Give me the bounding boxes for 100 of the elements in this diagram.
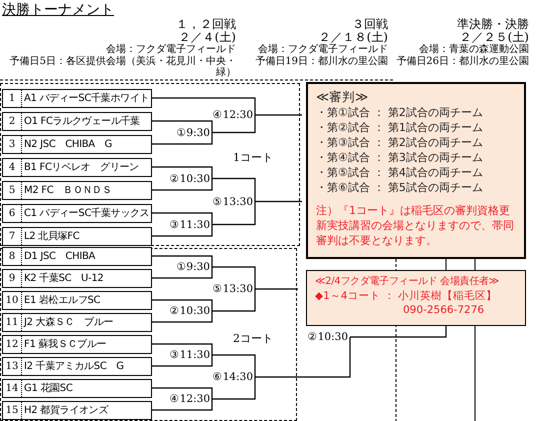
schedule-text: ３回戦 [352,18,388,31]
seed-number: 14 [3,380,22,396]
team-name: A1 バディーSC千葉ホワイト [23,92,150,106]
schedule-text: １，２回戦 [176,18,236,31]
match-time: ⑤13:30 [205,194,255,208]
seed-number: 7 [3,228,22,244]
bracket-line [212,178,256,202]
court-area [0,248,297,421]
notice-text: ◆1～4コート ： 小川英樹【稲毛区】 [315,289,498,303]
bracket-line [255,288,299,290]
team-name: B1 FCリベレオ グリーン [23,160,139,174]
court-label: 2コート [233,331,273,346]
team-name: I2 千葉アミカルSC G [23,360,124,374]
schedule-text: 会場：フクダ電子フィールド [106,44,236,56]
bracket-line [212,266,256,289]
seed-number: 3 [3,136,22,152]
seed-number: 8 [3,248,22,264]
team-name: N2 JSC CHIBA G [23,138,112,152]
match-time: ②10:30 [162,172,212,186]
bracket-line [152,120,213,132]
seed-number: 11 [3,314,22,330]
schedule-text: 予備日19日：都川水の里公園 [255,56,388,67]
bracket-line [212,202,256,226]
schedule-text: 会場：フクダ電子フィールド [258,44,388,56]
bracket-line [152,132,213,145]
team-name: E1 岩松エルフSC [23,294,100,308]
match-time: ⑥14:30 [205,370,255,384]
bracket-line [152,267,213,279]
schedule-text: ２／１８(土) [318,31,388,44]
team-box [2,312,152,332]
bracket-line [152,224,213,237]
bracket-line [255,114,303,116]
notice-text: ・第①試合 ： 第2試合の両チーム [316,105,484,120]
team-box [2,400,152,420]
schedule-text: 会場：青葉の森運動公園 [419,44,529,56]
bracket-line [152,387,213,399]
team-box [2,334,152,354]
bracket-line [212,377,256,400]
team-box [2,378,152,398]
team-name: D1 JSC CHIBA [23,250,96,264]
schedule-text: 準決勝・決勝 [457,18,529,31]
team-name: F1 蘇我ＳＣブルー [23,338,106,352]
team-box [2,112,152,130]
team-name: K2 千葉SC U-12 [23,272,104,286]
notice-text: ・第⑤試合 ： 第4試合の両チーム [316,165,484,180]
seed-number: 4 [3,158,22,176]
match-time: ①9:30 [162,260,212,274]
seed-number: 15 [3,402,22,418]
team-name: C1 バディーSC千葉サックス [23,206,150,220]
bracket-line [212,289,256,312]
bracket-line [212,115,256,134]
schedule-text: ２／２５(土) [460,31,529,44]
seed-number: 6 [3,204,22,222]
match-time: ③11:30 [162,348,212,362]
bracket-line [152,178,213,191]
title: 決勝トーナメント [2,2,114,18]
bracket-line [255,200,303,202]
team-box [2,180,152,200]
team-box [2,290,152,310]
seed-number: 1 [3,90,22,106]
team-box [2,246,152,266]
bracket-line [152,355,213,367]
schedule-text: ２／４(土) [178,31,236,44]
team-box [2,204,152,222]
match-time: ④12:30 [162,392,212,406]
team-box [2,268,152,288]
team-box [2,158,152,176]
bracket-line [255,337,351,378]
team-box [2,88,152,108]
notice-heading: ≪2/4フクダ電子フィールド 会場責任者≫ [315,275,500,289]
bracket-line [212,354,256,377]
notice-text: 090-2566-7276 [403,303,486,317]
notice-text: ・第⑥試合 ： 第5試合の両チーム [316,180,484,195]
notice-text: 注）『1コート』は稲毛区の審判資格更新実技講習の会場となりますので、帯同審判は不要となります。 [316,203,515,248]
notice-text: ・第②試合 ： 第1試合の両チーム [316,120,484,135]
team-name: O1 FCラルクヴェール千葉 [23,114,140,128]
match-time: ②10:30 [162,304,212,318]
team-box [2,134,152,154]
seed-number: 9 [3,270,22,286]
match-time: ②10:30 [300,330,350,344]
schedule-text: 予備日5日：各区提供会場（美浜・花見川・中央・緑） [8,56,236,78]
team-box [2,226,152,246]
match-time: ③11:30 [162,218,212,232]
team-box [2,356,152,376]
seed-number: 12 [3,336,22,352]
bracket-line [152,343,213,355]
match-time: ①9:30 [162,126,212,140]
notice-box [306,270,526,326]
team-name: J2 大森ＳＣ ブルー [22,316,114,330]
match-time: ④12:30 [205,108,255,122]
notice-text: ・第④試合 ： 第3試合の両チーム [316,150,484,165]
bracket-line [152,255,213,267]
bracket-line [152,97,256,115]
bracket-line [152,166,213,178]
court-area [0,83,300,246]
seed-number: 13 [3,358,22,374]
bracket-line [152,212,213,224]
notice-heading: ≪審判≫ [316,88,370,105]
notice-box [306,82,526,259]
seed-number: 10 [3,292,22,308]
